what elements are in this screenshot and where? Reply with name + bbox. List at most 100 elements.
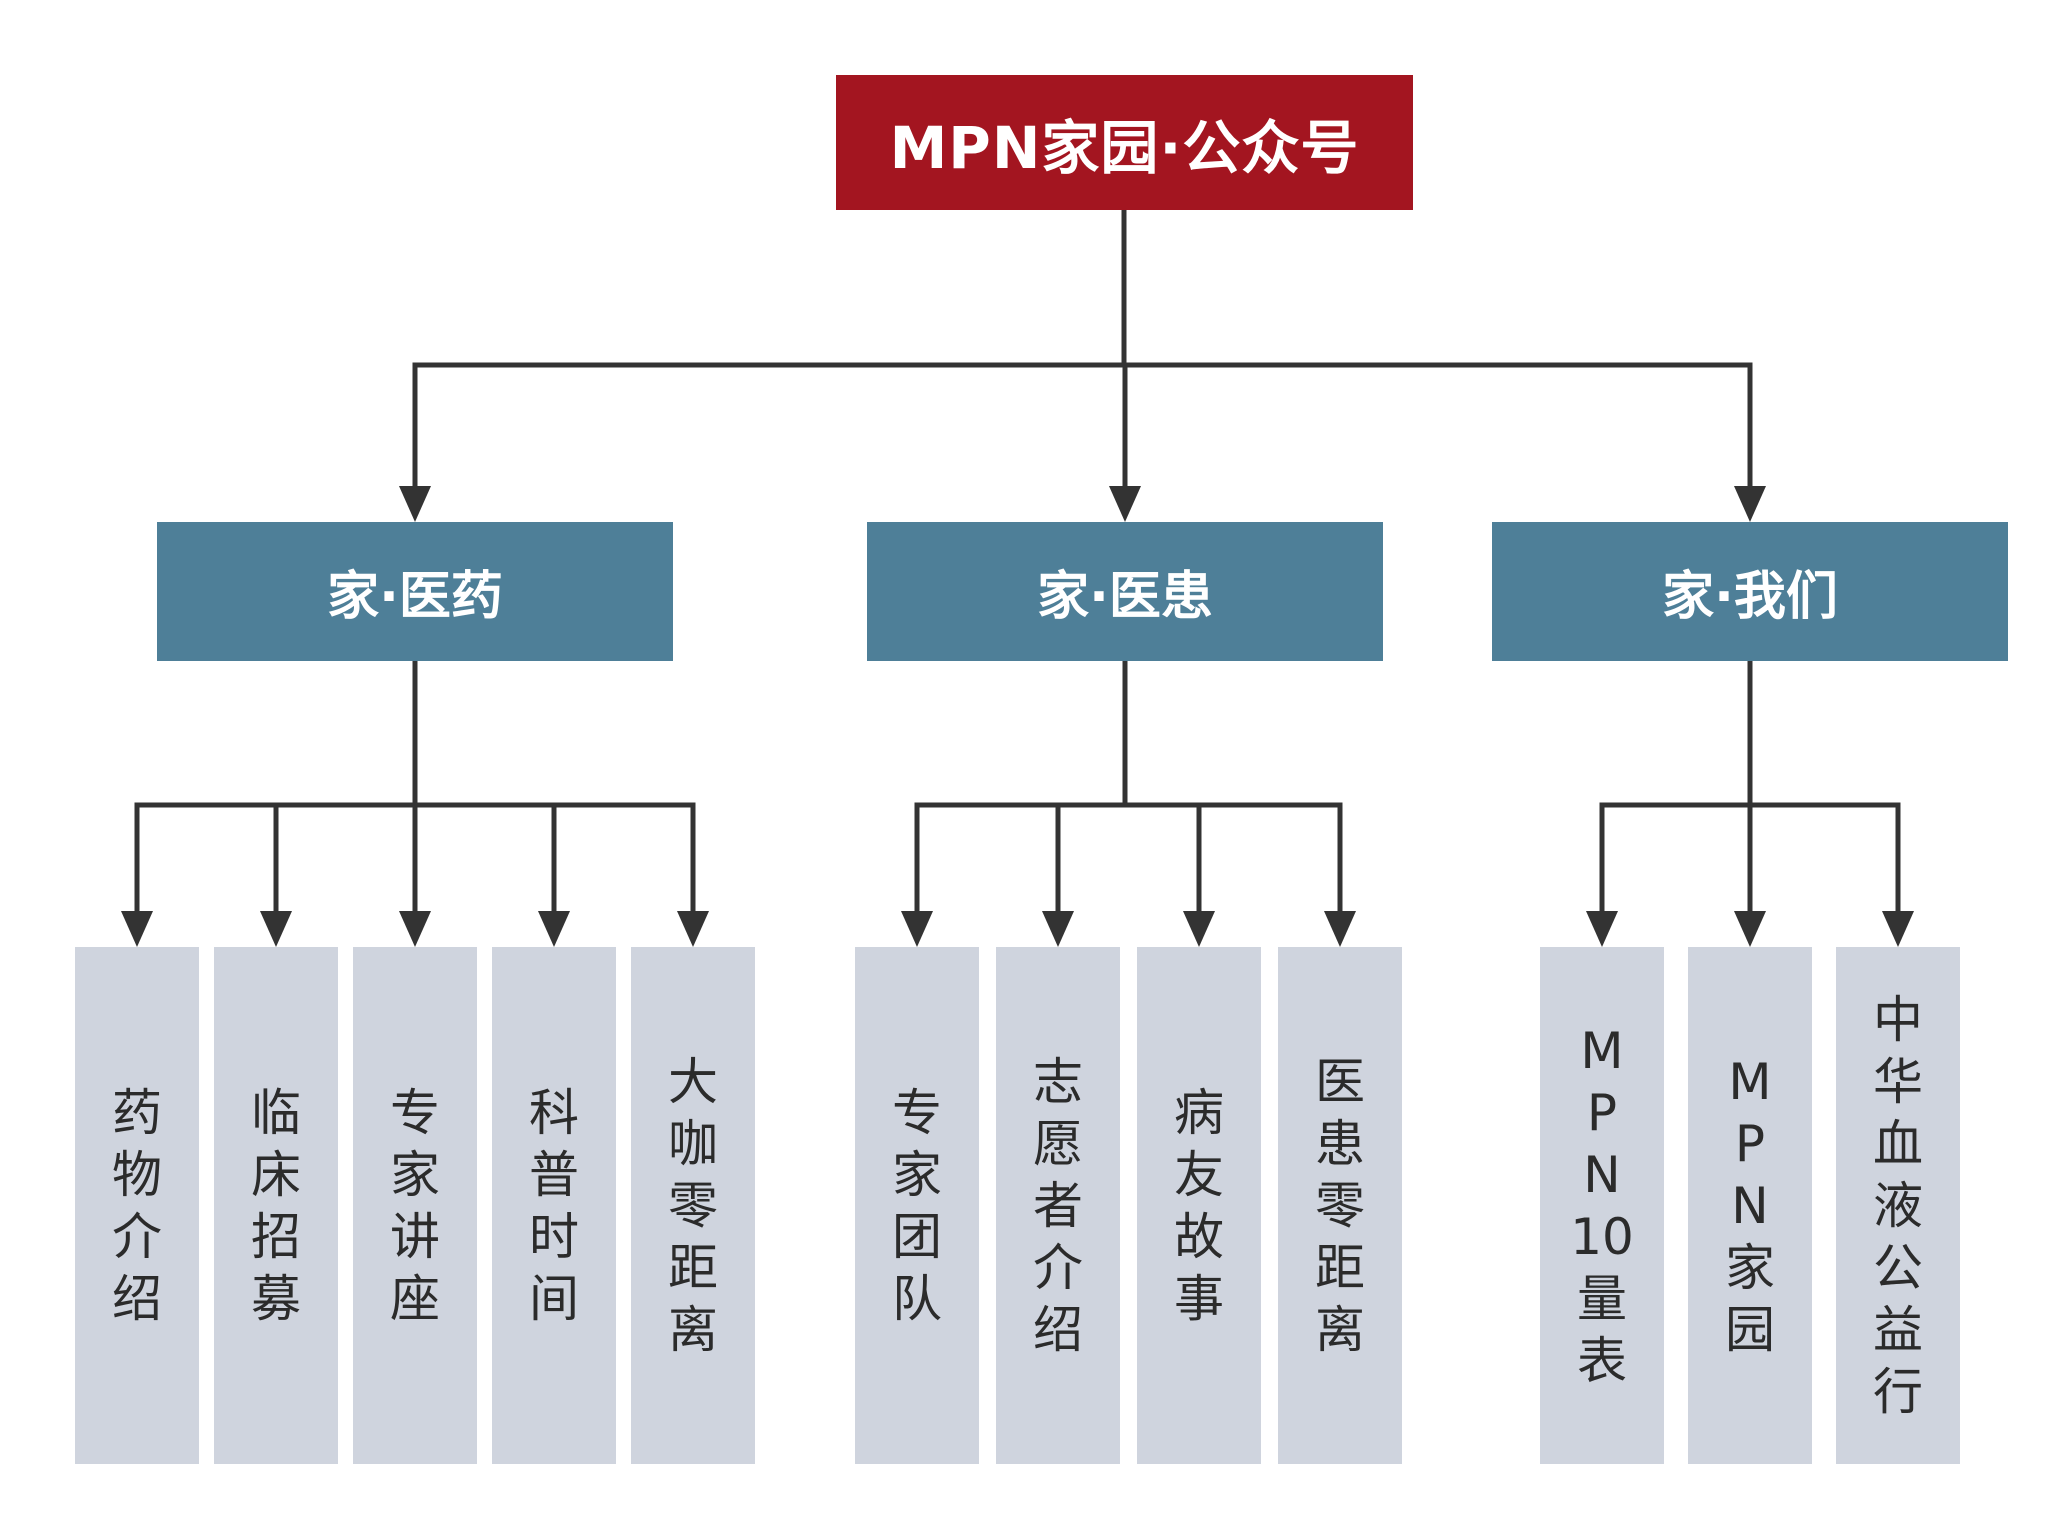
leaf-char: 绍 xyxy=(112,1269,162,1328)
leaf-node: 药物介绍 xyxy=(75,947,199,1464)
leaf-char: 招 xyxy=(251,1207,301,1266)
arrowhead xyxy=(1183,911,1215,947)
leaf-char: 绍 xyxy=(1033,1300,1083,1359)
leaf-char: 大 xyxy=(668,1052,718,1111)
leaf-char: 故 xyxy=(1174,1207,1224,1266)
leaf-char: 者 xyxy=(1033,1176,1083,1235)
leaf-char: 队 xyxy=(892,1269,942,1328)
leaf-char: 咖 xyxy=(668,1114,718,1173)
leaf-char: 距 xyxy=(668,1238,718,1297)
leaf-char: 血 xyxy=(1873,1114,1923,1173)
leaf-char: 专 xyxy=(892,1083,942,1142)
leaf-label: 病友故事 xyxy=(1174,1082,1224,1330)
leaf-char: M xyxy=(1580,1021,1624,1080)
leaf-char: 离 xyxy=(668,1300,718,1359)
arrowhead xyxy=(901,911,933,947)
root-label: MPN家园·公众号 xyxy=(889,113,1360,182)
leaf-label: 专家讲座 xyxy=(390,1082,440,1330)
leaf-char: 座 xyxy=(390,1269,440,1328)
leaf-node: 科普时间 xyxy=(492,947,616,1464)
leaf-char: 物 xyxy=(112,1145,162,1204)
category-node-doctor-patient: 家·医患 xyxy=(867,522,1383,661)
leaf-char: 时 xyxy=(529,1207,579,1266)
leaf-node: 专家团队 xyxy=(855,947,979,1464)
arrowhead xyxy=(121,911,153,947)
arrowhead xyxy=(399,486,431,522)
leaf-char: 10 xyxy=(1570,1207,1634,1266)
arrowhead xyxy=(1109,486,1141,522)
leaf-char: 中 xyxy=(1873,990,1923,1049)
leaf-char: P xyxy=(1734,1114,1766,1173)
arrowhead xyxy=(677,911,709,947)
leaf-char: 患 xyxy=(1315,1114,1365,1173)
leaf-char: 表 xyxy=(1577,1331,1627,1390)
arrowhead xyxy=(538,911,570,947)
arrowhead xyxy=(399,911,431,947)
leaf-char: 愿 xyxy=(1033,1114,1083,1173)
category-label: 家·医患 xyxy=(1037,567,1213,627)
leaf-char: 家 xyxy=(1725,1238,1775,1297)
leaf-char: 介 xyxy=(1033,1238,1083,1297)
leaf-char: 床 xyxy=(251,1145,301,1204)
leaf-char: P xyxy=(1586,1083,1618,1142)
arrowhead xyxy=(1734,486,1766,522)
leaf-char: 药 xyxy=(112,1083,162,1142)
leaf-char: 液 xyxy=(1873,1176,1923,1235)
arrowhead xyxy=(260,911,292,947)
leaf-char: 募 xyxy=(251,1269,301,1328)
leaf-char: 零 xyxy=(668,1176,718,1235)
arrowhead xyxy=(1324,911,1356,947)
leaf-char: 离 xyxy=(1315,1300,1365,1359)
leaf-char: 家 xyxy=(390,1145,440,1204)
leaf-label: 药物介绍 xyxy=(112,1082,162,1330)
category-node-pharma: 家·医药 xyxy=(157,522,673,661)
leaf-node: 临床招募 xyxy=(214,947,338,1464)
leaf-label: 科普时间 xyxy=(529,1082,579,1330)
leaf-char: N xyxy=(1583,1145,1621,1204)
leaf-node: 病友故事 xyxy=(1137,947,1261,1464)
leaf-char: 量 xyxy=(1577,1269,1627,1328)
leaf-char: 临 xyxy=(251,1083,301,1142)
leaf-label: 中华血液公益行 xyxy=(1873,989,1923,1423)
arrowhead xyxy=(1882,911,1914,947)
leaf-node: 中华血液公益行 xyxy=(1836,947,1960,1464)
leaf-char: 介 xyxy=(112,1207,162,1266)
leaf-char: 家 xyxy=(892,1145,942,1204)
leaf-char: 志 xyxy=(1033,1052,1083,1111)
leaf-char: 医 xyxy=(1315,1052,1365,1111)
leaf-char: M xyxy=(1728,1052,1772,1111)
category-label: 家·我们 xyxy=(1662,567,1838,627)
leaf-char: 事 xyxy=(1174,1269,1224,1328)
leaf-char: 病 xyxy=(1174,1083,1224,1142)
leaf-char: 团 xyxy=(892,1207,942,1266)
leaf-char: 行 xyxy=(1873,1362,1923,1421)
leaf-label: 医患零距离 xyxy=(1315,1051,1365,1361)
category-label: 家·医药 xyxy=(327,567,503,627)
leaf-char: 专 xyxy=(390,1083,440,1142)
leaf-char: 零 xyxy=(1315,1176,1365,1235)
leaf-node: 医患零距离 xyxy=(1278,947,1402,1464)
leaf-char: 华 xyxy=(1873,1052,1923,1111)
leaf-char: 益 xyxy=(1873,1300,1923,1359)
leaf-char: 园 xyxy=(1725,1300,1775,1359)
leaf-node: 大咖零距离 xyxy=(631,947,755,1464)
root-node: MPN家园·公众号 xyxy=(836,75,1413,210)
leaf-char: N xyxy=(1731,1176,1769,1235)
arrowhead xyxy=(1042,911,1074,947)
category-node-about-us: 家·我们 xyxy=(1492,522,2008,661)
leaf-label: 临床招募 xyxy=(251,1082,301,1330)
leaf-char: 普 xyxy=(529,1145,579,1204)
leaf-char: 间 xyxy=(529,1269,579,1328)
arrowhead xyxy=(1586,911,1618,947)
leaf-char: 讲 xyxy=(390,1207,440,1266)
leaf-node: 专家讲座 xyxy=(353,947,477,1464)
arrowhead xyxy=(1734,911,1766,947)
leaf-char: 距 xyxy=(1315,1238,1365,1297)
leaf-char: 公 xyxy=(1873,1238,1923,1297)
leaf-node: 志愿者介绍 xyxy=(996,947,1120,1464)
